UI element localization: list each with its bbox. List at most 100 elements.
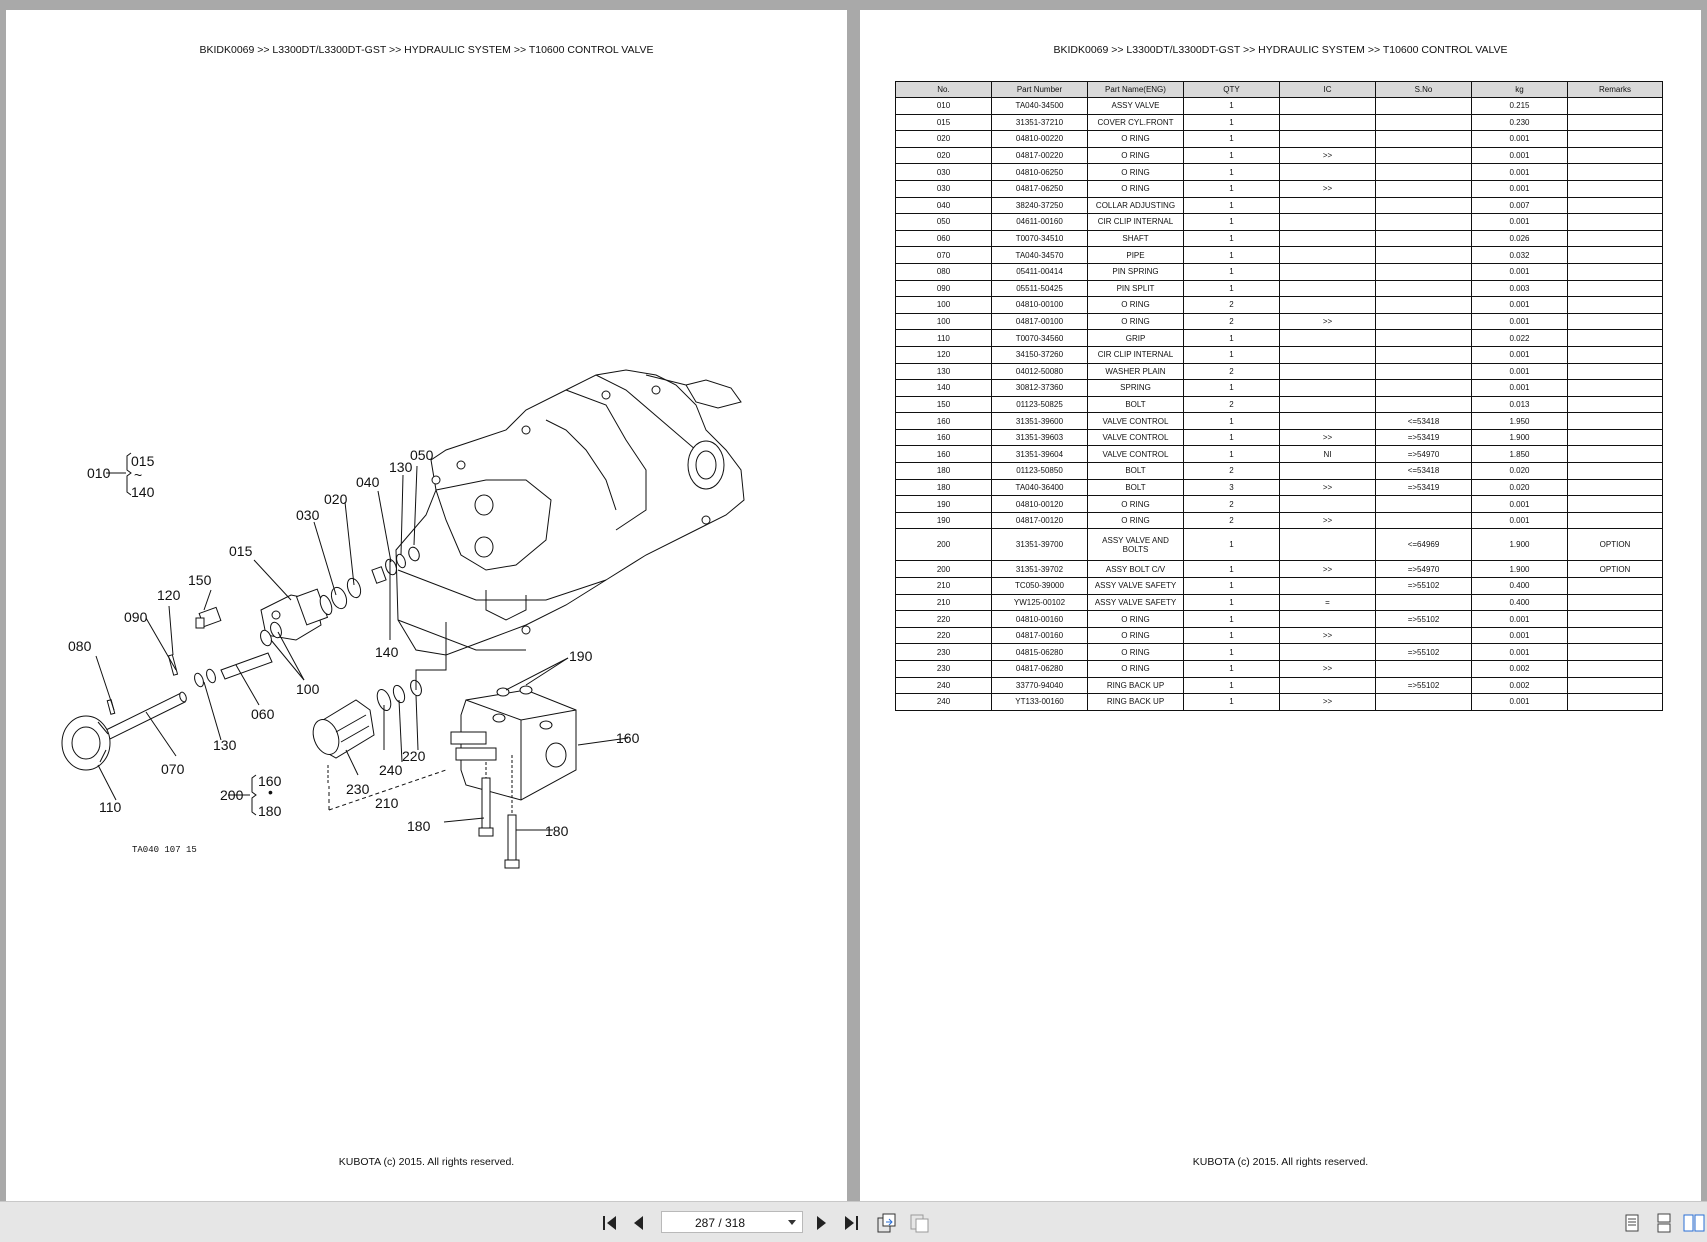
cell-qty: 2 [1183,312,1280,331]
cell-sno [1375,495,1472,513]
cell-sno [1375,113,1472,132]
cell-no: 110 [895,329,992,347]
cell-part-number: TA040-36400 [991,478,1088,497]
cell-part-name: COLLAR ADJUSTING [1087,196,1184,215]
cell-part-number: 04817-06250 [991,179,1088,198]
cell-part-number: 04810-06250 [991,163,1088,181]
cell-ic [1279,345,1376,364]
cell-ic [1279,262,1376,281]
cell-part-name: RING BACK UP [1087,693,1184,711]
cell-no: 100 [895,296,992,314]
cell-ic [1279,296,1376,314]
cell-sno: <=53418 [1375,412,1472,430]
cell-qty: 1 [1183,643,1280,661]
last-page-button[interactable] [839,1211,863,1235]
cell-kg: 0.001 [1471,495,1568,513]
callout-140: 140 [375,644,399,660]
cell-part-name: ASSY VALVE SAFETY [1087,577,1184,595]
single-page-view-button[interactable] [1620,1211,1644,1235]
previous-page-button[interactable] [627,1211,651,1235]
cell-no: 200 [895,528,992,562]
cell-part-number: TC050-39000 [991,577,1088,595]
cell-no: 220 [895,610,992,628]
cell-qty: 1 [1183,445,1280,464]
cell-remarks [1567,462,1663,480]
cell-no: 020 [895,146,992,165]
cell-qty: 1 [1183,345,1280,364]
cell-part-name: O RING [1087,660,1184,678]
page-number-field[interactable]: 287 / 318 [661,1211,803,1233]
callout-110: 110 [99,799,122,815]
cell-remarks [1567,262,1663,281]
cell-sno [1375,179,1472,198]
cell-part-number: 31351-39603 [991,428,1088,447]
cell-sno: =>55102 [1375,610,1472,628]
cell-kg: 0.020 [1471,462,1568,480]
cell-part-name: O RING [1087,130,1184,148]
callout-030: 030 [296,507,320,523]
cell-part-number: T0070-34560 [991,329,1088,347]
callout-130-top: 130 [389,459,413,475]
cell-remarks [1567,229,1663,248]
continuous-view-button[interactable] [1652,1211,1676,1235]
cell-part-name: SHAFT [1087,229,1184,248]
rotate-button[interactable] [874,1211,898,1235]
cell-kg: 0.007 [1471,196,1568,215]
cell-part-name: O RING [1087,495,1184,513]
cell-ic: NI [1279,445,1376,464]
cell-qty: 1 [1183,379,1280,397]
callout-120: 120 [157,587,181,603]
cell-ic [1279,676,1376,695]
cell-kg: 0.001 [1471,626,1568,645]
first-page-button[interactable] [598,1211,622,1235]
cell-qty: 1 [1183,130,1280,148]
cell-part-name: ASSY BOLT C/V [1087,560,1184,579]
cell-qty: 1 [1183,577,1280,595]
cell-remarks [1567,379,1663,397]
cell-qty: 1 [1183,279,1280,298]
two-page-view-button[interactable] [1682,1211,1706,1235]
cell-ic [1279,643,1376,661]
callout-210: 210 [375,795,399,811]
cell-remarks [1567,113,1663,132]
cell-kg: 1.850 [1471,445,1568,464]
cell-kg: 0.026 [1471,229,1568,248]
cell-kg: 0.001 [1471,511,1568,530]
cell-sno: =>55102 [1375,577,1472,595]
cell-qty: 1 [1183,113,1280,132]
cell-ic: >> [1279,626,1376,645]
cell-remarks [1567,345,1663,364]
cell-kg: 1.900 [1471,528,1568,562]
cell-part-name: O RING [1087,312,1184,331]
cell-part-number: 31351-39604 [991,445,1088,464]
cell-remarks [1567,279,1663,298]
cell-sno [1375,262,1472,281]
cell-ic [1279,395,1376,414]
cell-no: 030 [895,179,992,198]
cell-kg: 0.001 [1471,362,1568,381]
copy-button[interactable] [907,1211,931,1235]
callout-015: 015 [229,543,253,559]
cell-part-name: O RING [1087,146,1184,165]
next-page-button[interactable] [809,1211,833,1235]
cell-kg: 0.003 [1471,279,1568,298]
cell-sno [1375,379,1472,397]
cell-no: 240 [895,693,992,711]
cell-remarks [1567,146,1663,165]
cell-ic: >> [1279,312,1376,331]
cell-sno [1375,97,1472,115]
cell-sno: =>54970 [1375,560,1472,579]
page-left-diagram: BKIDK0069 >> L3300DT/L3300DT-GST >> HYDR… [6,10,847,1201]
cell-remarks: OPTION [1567,528,1663,562]
cell-qty: 3 [1183,478,1280,497]
